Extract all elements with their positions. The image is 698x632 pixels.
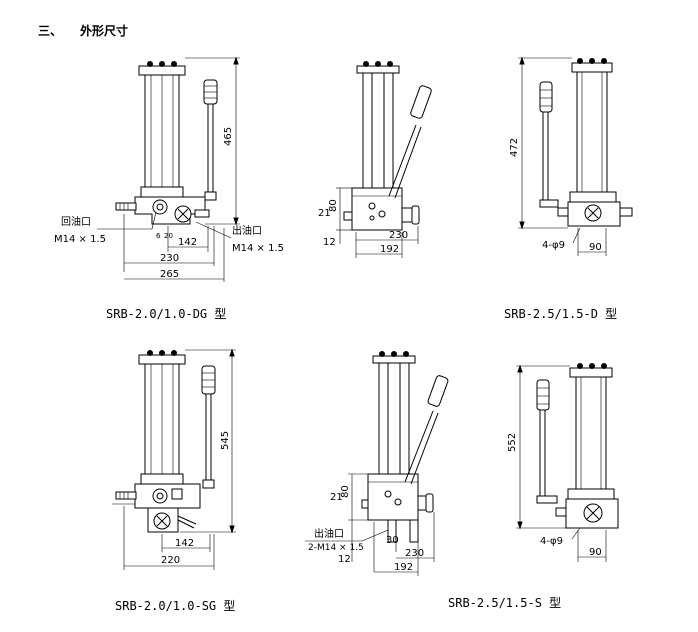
drawing-s-side: 21 80 12 出油口 2-M14 × 1.5 30 230 192: [305, 351, 449, 576]
dg-dim-6: 6: [156, 232, 161, 240]
dg-outlet-thread-label: M14 × 1.5: [232, 243, 284, 254]
dg-outlet-port-label: 出油口: [232, 224, 262, 237]
drawing-d-side: 21 80 12 230 192: [318, 61, 432, 258]
s-dim-230: 230: [405, 548, 424, 559]
d-dim-192: 192: [380, 244, 399, 255]
d-dim-230: 230: [389, 230, 408, 241]
d-front-holes: 4-φ9: [542, 240, 565, 251]
s-outlet-port-label: 出油口: [314, 527, 344, 540]
drawing-s-front: 552 4-φ9 90: [507, 363, 619, 562]
s-outlet-thread-label: 2-M14 × 1.5: [308, 543, 364, 553]
sg-dim-height: 545: [220, 431, 231, 450]
s-dim-30: 30: [386, 535, 399, 546]
d-front-dim-90: 90: [589, 242, 602, 253]
section-title: 外形尺寸: [80, 24, 129, 38]
caption-dg: SRB-2.0/1.0-DG 型: [106, 307, 227, 321]
dg-dim-height: 465: [223, 127, 234, 146]
caption-s: SRB-2.5/1.5-S 型: [448, 596, 562, 610]
drawing-dg: 465 6 20 142 230 265 回油口 M14 × 1.5 出油口 M…: [54, 56, 284, 282]
dg-dim-230: 230: [160, 253, 179, 264]
dg-dim-142: 142: [178, 237, 197, 248]
drawing-sg: 545 142 220: [112, 348, 236, 570]
s-front-holes: 4-φ9: [540, 536, 563, 547]
dg-dim-20: 20: [164, 232, 173, 240]
d-front-dim-height: 472: [509, 138, 520, 157]
dg-return-thread-label: M14 × 1.5: [54, 234, 106, 245]
d-dim-21: 21: [318, 208, 331, 219]
s-dim-21: 21: [330, 492, 343, 503]
section-number: 三、: [38, 24, 63, 38]
s-dim-192: 192: [394, 562, 413, 573]
dg-return-port-label: 回油口: [61, 215, 91, 228]
sg-dim-142: 142: [175, 538, 194, 549]
s-dim-12: 12: [338, 554, 351, 565]
s-dim-80: 80: [340, 485, 351, 498]
drawing-d-front: 472 4-φ9 90: [509, 56, 633, 256]
d-dim-12: 12: [323, 237, 336, 248]
section-heading: 三、 外形尺寸: [38, 22, 128, 39]
caption-sg: SRB-2.0/1.0-SG 型: [115, 599, 236, 613]
s-front-dim-90: 90: [589, 547, 602, 558]
s-front-dim-height: 552: [507, 433, 518, 452]
d-dim-80: 80: [328, 199, 339, 212]
sg-dim-220: 220: [161, 555, 180, 566]
caption-d: SRB-2.5/1.5-D 型: [504, 307, 618, 321]
dg-dim-265: 265: [160, 269, 179, 280]
